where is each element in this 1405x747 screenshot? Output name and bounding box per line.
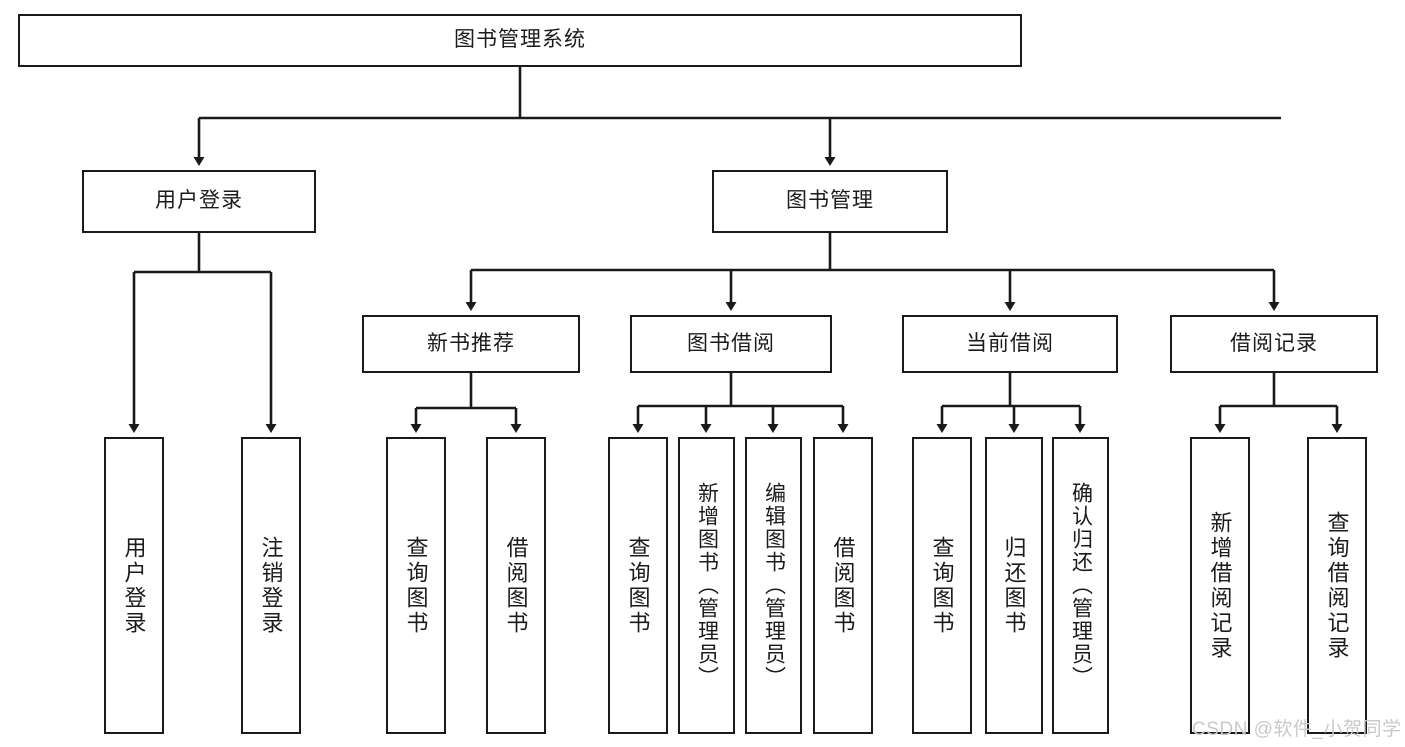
node-label: 编辑图书（管理员） — [762, 482, 786, 689]
node-leaf-return-book[interactable]: 归还图书 — [985, 437, 1043, 734]
node-label: 借阅图书 — [503, 535, 529, 636]
node-user-login[interactable]: 用户登录 — [82, 170, 316, 233]
node-label: 确认归还（管理员） — [1069, 482, 1093, 689]
node-leaf-borrow-book-2[interactable]: 借阅图书 — [813, 437, 873, 734]
node-label: 图书借阅 — [687, 331, 775, 355]
node-leaf-edit-book-admin[interactable]: 编辑图书（管理员） — [745, 437, 802, 734]
node-label: 归还图书 — [1001, 535, 1027, 636]
node-label: 图书管理系统 — [454, 28, 586, 52]
node-leaf-query-book-2[interactable]: 查询图书 — [608, 437, 668, 734]
node-leaf-add-book-admin[interactable]: 新增图书（管理员） — [678, 437, 735, 734]
node-label: 注销登录 — [258, 535, 284, 636]
node-label: 查询图书 — [403, 535, 429, 636]
node-book-borrow[interactable]: 图书借阅 — [630, 315, 832, 373]
node-leaf-query-book-1[interactable]: 查询图书 — [386, 437, 446, 734]
node-label: 借阅记录 — [1230, 331, 1318, 355]
node-borrow-record[interactable]: 借阅记录 — [1170, 315, 1378, 373]
node-book-manage[interactable]: 图书管理 — [712, 170, 948, 233]
node-label: 新增借阅记录 — [1207, 510, 1233, 661]
node-leaf-add-borrow-record[interactable]: 新增借阅记录 — [1190, 437, 1250, 734]
node-leaf-user-logout[interactable]: 注销登录 — [241, 437, 301, 734]
node-leaf-confirm-return-admin[interactable]: 确认归还（管理员） — [1052, 437, 1109, 734]
node-label: 查询借阅记录 — [1324, 510, 1350, 661]
node-label: 借阅图书 — [830, 535, 856, 636]
node-label: 当前借阅 — [966, 331, 1054, 355]
node-label: 查询图书 — [929, 535, 955, 636]
node-leaf-borrow-book-1[interactable]: 借阅图书 — [486, 437, 546, 734]
node-label: 用户登录 — [155, 189, 243, 213]
node-root-system[interactable]: 图书管理系统 — [18, 14, 1022, 67]
watermark-text: CSDN @软件_小贺同学 — [1192, 719, 1402, 740]
node-label: 查询图书 — [625, 535, 651, 636]
node-leaf-query-borrow-record[interactable]: 查询借阅记录 — [1307, 437, 1367, 734]
node-current-borrow[interactable]: 当前借阅 — [902, 315, 1118, 373]
node-leaf-user-login[interactable]: 用户登录 — [104, 437, 164, 734]
node-label: 新书推荐 — [427, 331, 515, 355]
node-label: 用户登录 — [121, 535, 147, 636]
node-leaf-query-book-3[interactable]: 查询图书 — [912, 437, 972, 734]
node-new-book-recommend[interactable]: 新书推荐 — [362, 315, 580, 373]
node-label: 新增图书（管理员） — [695, 482, 719, 689]
node-label: 图书管理 — [786, 189, 874, 213]
